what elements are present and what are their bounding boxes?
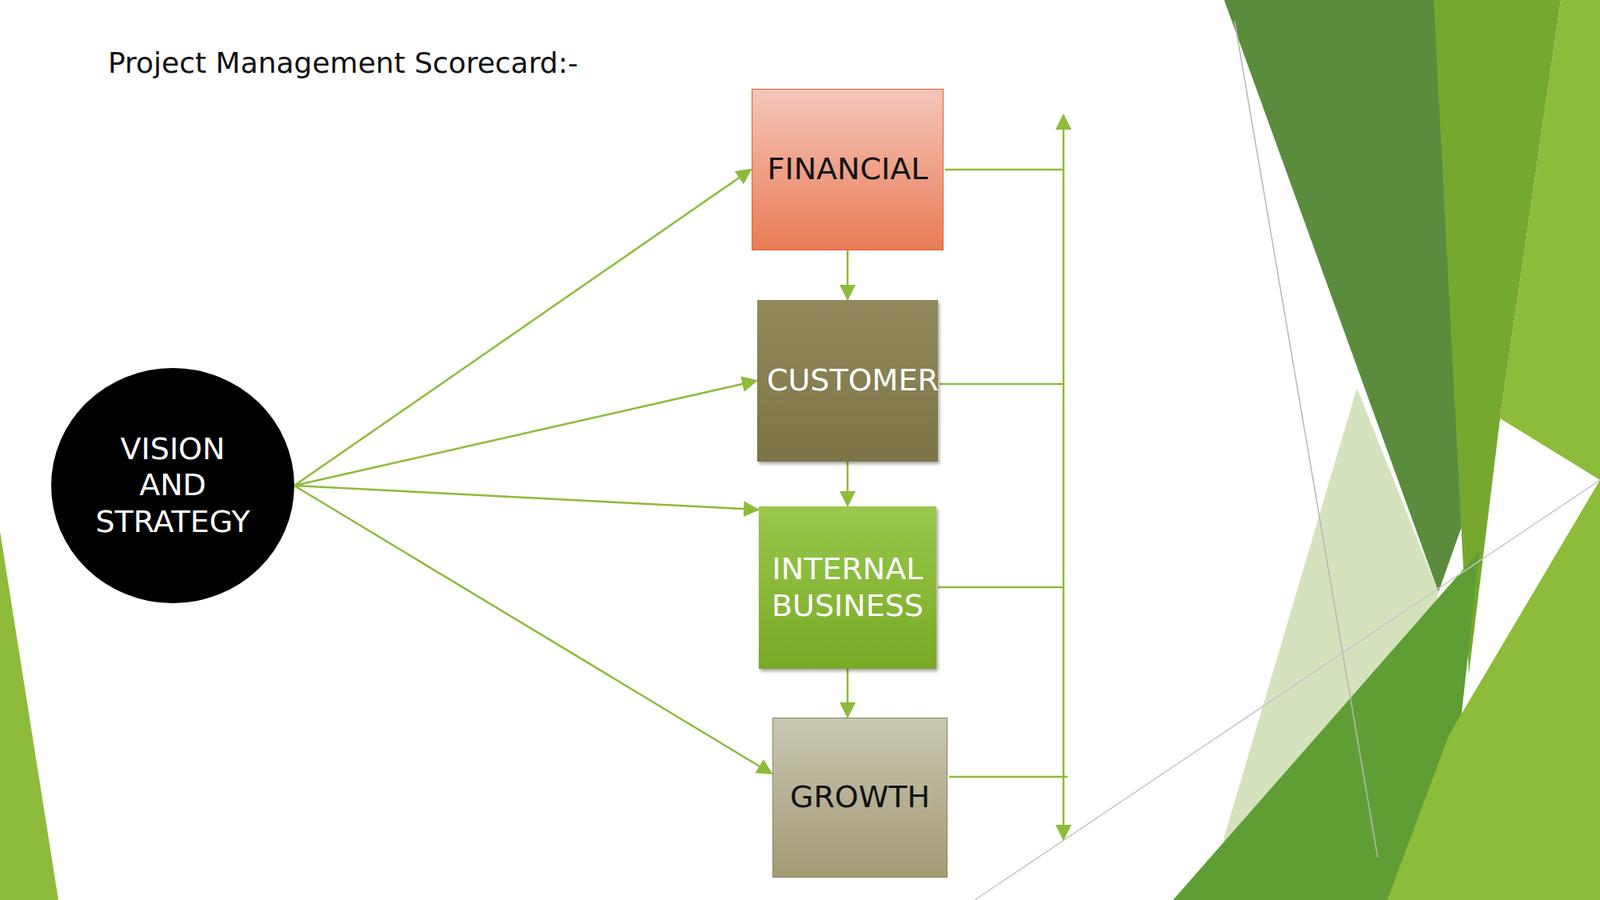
slide-title: Project Management Scorecard:- — [107, 46, 579, 80]
corner-shape — [1500, 0, 1600, 480]
node-label: FINANCIAL — [767, 151, 929, 188]
node-label: VISION AND STRATEGY — [91, 430, 255, 541]
vision-circle: VISION AND STRATEGY — [51, 367, 295, 603]
corner-shape — [1387, 479, 1600, 900]
bus-line — [1062, 115, 1066, 839]
connector-arrow — [846, 250, 850, 300]
connector-arrow — [294, 485, 772, 774]
bus-stub — [949, 775, 1068, 779]
customer-box: CUSTOMER — [757, 299, 938, 462]
feedback-bus — [937, 115, 1068, 839]
connector-arrow — [294, 380, 757, 486]
node-label: GROWTH — [790, 778, 930, 816]
bus-stub — [937, 586, 1064, 589]
connector-arrow — [294, 485, 759, 510]
financial-box: FINANCIAL — [751, 88, 944, 251]
thin-line — [974, 479, 1600, 900]
bus-stub — [945, 168, 1064, 172]
bus-stub — [939, 383, 1064, 386]
thin-line — [1234, 20, 1378, 858]
connector-arrow — [846, 668, 850, 717]
node-label: INTERNAL BUSINESS — [768, 550, 927, 624]
corner-shape — [0, 530, 59, 900]
growth-box: GROWTH — [772, 717, 948, 878]
connector-arrow — [846, 461, 850, 506]
connector-arrow — [294, 169, 751, 486]
internal-business-box: INTERNAL BUSINESS — [758, 506, 937, 669]
node-label: CUSTOMER — [766, 362, 929, 400]
